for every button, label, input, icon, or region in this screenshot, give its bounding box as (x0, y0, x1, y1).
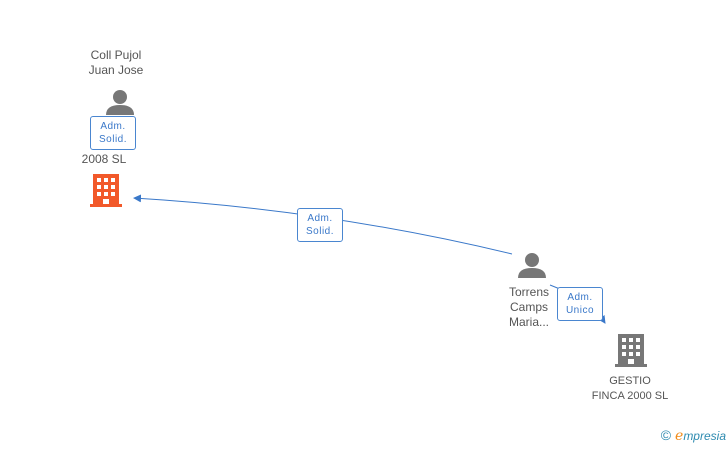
person-icon[interactable] (518, 253, 546, 278)
edge-badge-line: Adm. (307, 213, 333, 224)
brand-footer: ©empresia (661, 427, 726, 444)
node-label-line: Maria... (508, 315, 549, 329)
brand-logo-initial: e (675, 428, 684, 444)
node-label-line: FINCA 2000 SL (591, 390, 669, 402)
edge-badge-line: Solid. (305, 226, 334, 237)
building-icon[interactable] (90, 174, 122, 207)
copyright-icon: © (660, 427, 672, 443)
node-label-line: GESTIO (609, 375, 651, 387)
node-label-gestio[interactable]: GESTIO FINCA 2000 SL (580, 374, 680, 404)
edge-badge-line: Unico (565, 305, 595, 316)
edge-badge-line: Solid. (98, 134, 127, 145)
brand-logo-text: mpresia (683, 429, 726, 443)
edge-badge-torrens-gestio[interactable]: Adm. Unico (557, 287, 603, 321)
building-icon[interactable] (615, 334, 647, 367)
edge-badge-line: Adm. (100, 121, 126, 132)
edge-badge-coll-tu2008[interactable]: Adm. Solid. (90, 116, 136, 150)
node-label-torrens-camps[interactable]: Torrens Camps Maria... (494, 285, 564, 330)
person-icon[interactable] (106, 90, 134, 115)
edge-badge-torrens-tu2008[interactable]: Adm. Solid. (297, 208, 343, 242)
node-label-line: Camps (509, 300, 548, 314)
node-label-line: 2008 SL (81, 152, 127, 166)
node-label-line: Coll Pujol (90, 48, 142, 62)
node-label-line: Torrens (508, 285, 549, 299)
node-label-coll-pujol[interactable]: Coll Pujol Juan Jose (76, 48, 156, 78)
edge-badge-line: Adm. (567, 292, 593, 303)
node-label-line: Juan Jose (88, 63, 144, 77)
